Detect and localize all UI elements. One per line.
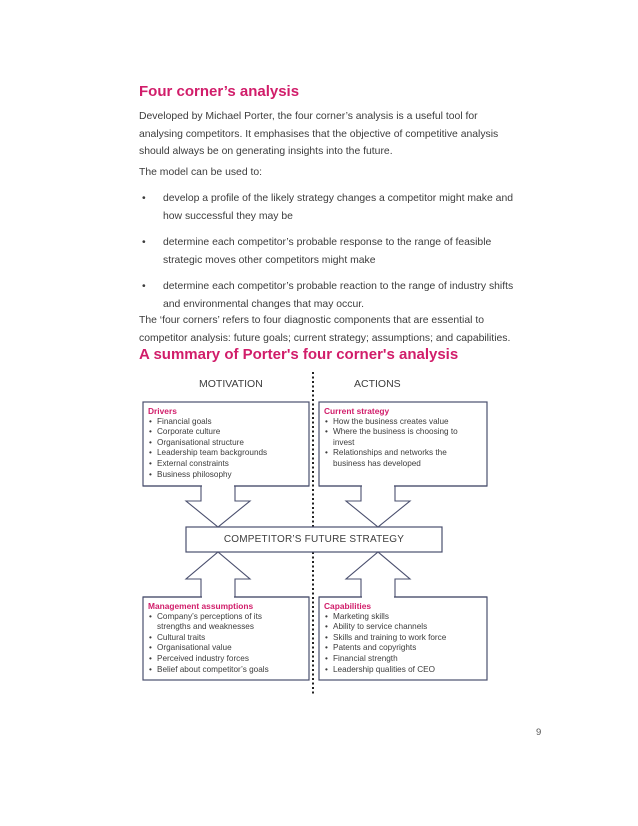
future-strategy-box	[185, 526, 443, 553]
drivers-content: Drivers Financial goals Corporate cultur…	[148, 406, 306, 480]
drivers-title: Drivers	[148, 406, 177, 416]
list-item: Ability to service channels	[324, 622, 484, 633]
list-item: Financial goals	[148, 417, 306, 428]
current-strategy-content: Current strategy How the business create…	[324, 406, 464, 470]
list-item: Marketing skills	[324, 612, 484, 623]
list-item-text: determine each competitor’s probable res…	[163, 237, 492, 266]
list-item-text: develop a profile of the likely strategy…	[163, 193, 514, 222]
management-assumptions-title: Management assumptions	[148, 601, 254, 611]
drivers-list: Financial goals Corporate culture Organi…	[148, 417, 306, 481]
list-item: Organisational value	[148, 643, 278, 654]
model-intro: The model can be used to:	[139, 167, 263, 178]
down-arrow-icon	[184, 485, 252, 528]
bullet-icon: •	[142, 281, 146, 292]
future-strategy-label: COMPETITOR’S FUTURE STRATEGY	[223, 534, 405, 545]
down-arrow-icon	[344, 485, 412, 528]
list-item: Belief about competitor’s goals	[148, 665, 278, 676]
list-item: Patents and copyrights	[324, 643, 484, 654]
components-paragraph: The ‘four corners’ refers to four diagno…	[139, 315, 511, 344]
management-assumptions-content: Management assumptions Company’s percept…	[148, 601, 278, 675]
list-item: Corporate culture	[148, 427, 306, 438]
intro-paragraph: Developed by Michael Porter, the four co…	[139, 111, 499, 157]
list-item: Where the business is choosing to invest	[324, 427, 464, 448]
list-item: Organisational structure	[148, 438, 306, 449]
list-item: Cultural traits	[148, 633, 278, 644]
list-item: Financial strength	[324, 654, 484, 665]
motivation-label: MOTIVATION	[199, 378, 263, 390]
list-item: External constraints	[148, 459, 306, 470]
up-arrow-icon	[184, 551, 252, 598]
list-item-text: determine each competitor’s probable rea…	[163, 281, 514, 310]
capabilities-list: Marketing skills Ability to service chan…	[324, 612, 484, 676]
current-strategy-title: Current strategy	[324, 406, 390, 416]
summary-heading: A summary of Porter's four corner's anal…	[139, 346, 459, 363]
list-item: Skills and training to work force	[324, 633, 484, 644]
list-item: Leadership qualities of CEO	[324, 665, 484, 676]
capabilities-title: Capabilities	[324, 601, 372, 611]
actions-label: ACTIONS	[354, 378, 401, 390]
up-arrow-icon	[344, 551, 412, 598]
page-number: 9	[536, 727, 542, 738]
bullet-icon: •	[142, 237, 146, 248]
list-item: • develop a profile of the likely strateg…	[139, 190, 529, 225]
list-item: • determine each competitor’s probable re…	[139, 234, 529, 269]
list-item: Company’s perceptions of its strengths a…	[148, 612, 278, 633]
list-item: Perceived industry forces	[148, 654, 278, 665]
capabilities-content: Capabilities Marketing skills Ability to…	[324, 601, 484, 675]
list-item: Relationships and networks the business …	[324, 448, 464, 469]
management-assumptions-list: Company’s perceptions of its strengths a…	[148, 612, 278, 676]
list-item: • determine each competitor’s probable re…	[139, 278, 529, 313]
current-strategy-list: How the business creates value Where the…	[324, 417, 464, 470]
list-item: Business philosophy	[148, 470, 306, 481]
bullet-icon: •	[142, 193, 146, 204]
list-item: How the business creates value	[324, 417, 464, 428]
list-item: Leadership team backgrounds	[148, 448, 306, 459]
page-title: Four corner’s analysis	[139, 83, 300, 100]
uses-list: • develop a profile of the likely strateg…	[139, 190, 529, 322]
